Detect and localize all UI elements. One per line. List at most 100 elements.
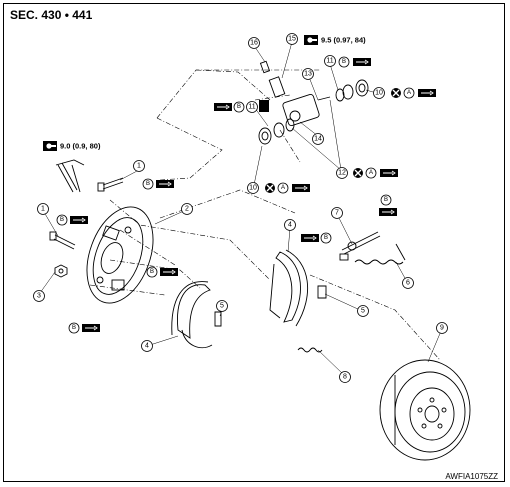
wrench-torque-icon <box>43 141 57 151</box>
callout-9: 9 <box>436 322 448 334</box>
hold-down-spring <box>297 347 323 353</box>
svg-text:A: A <box>369 170 373 176</box>
callout-14: 14 <box>312 133 324 145</box>
svg-text:A: A <box>407 90 411 96</box>
return-spring <box>354 243 406 265</box>
grease-brush-icon <box>378 207 398 217</box>
cylinder-seals-right <box>317 79 369 102</box>
callout-label: 4 <box>145 343 149 350</box>
callout-label: 12 <box>338 170 346 177</box>
figure-code: AWFIA1075ZZ <box>445 472 498 481</box>
section-header: SEC. 430 • 441 <box>10 8 93 22</box>
grease-symbol-bolt: B <box>56 214 89 226</box>
callout-label: 5 <box>220 303 224 310</box>
replace-symbol-upper: A <box>390 87 437 99</box>
callout-5b: 5 <box>357 305 369 317</box>
callout-label: 5 <box>361 308 365 315</box>
callout-10b: 10 <box>247 182 259 194</box>
diagram-frame <box>3 3 505 482</box>
callout-6: 6 <box>402 277 414 289</box>
svg-text:B: B <box>60 217 64 223</box>
callout-10a: 10 <box>373 87 385 99</box>
callout-16: 16 <box>248 37 260 49</box>
callout-label: 13 <box>304 71 312 78</box>
grease-brush-icon <box>291 183 311 193</box>
callout-label: 10 <box>375 90 383 97</box>
cross-circle-icon <box>264 182 276 194</box>
svg-text:B: B <box>342 59 346 65</box>
svg-text:B: B <box>146 181 150 187</box>
grease-brush-icon <box>159 267 179 277</box>
grease-brush-icon <box>69 215 89 225</box>
brake-shoe-right <box>269 249 309 327</box>
callout-8: 8 <box>339 371 351 383</box>
callout-label: 11 <box>326 58 333 65</box>
brake-fluid-icon <box>259 100 269 112</box>
callout-label: 10 <box>249 185 257 192</box>
callout-label: 15 <box>288 36 296 43</box>
leader-lines <box>39 41 442 375</box>
callout-15: 15 <box>286 33 298 45</box>
cross-circle-icon <box>352 167 364 179</box>
grease-symbol-adjuster-top: B <box>378 194 398 217</box>
assembly-lines <box>89 69 441 361</box>
callout-label: 9 <box>440 325 444 332</box>
svg-text:A: A <box>281 185 285 191</box>
torque-value: 9.5 (0.97, 84) <box>321 36 366 45</box>
grease-symbol-plate-low: B <box>68 322 101 334</box>
callout-11b: 11 <box>246 101 258 113</box>
brake-drum <box>379 359 471 461</box>
brake-shoe-left <box>171 281 213 349</box>
grease-brush-icon <box>417 88 437 98</box>
grease-symbol-plate-mid: B <box>146 266 179 278</box>
grease-brush-icon <box>213 102 233 112</box>
callout-3: 3 <box>33 290 45 302</box>
replace-symbol-mid: A <box>352 167 399 179</box>
torque-spec-left: 9.0 (0.9, 80) <box>43 141 101 151</box>
grease-symbol-top: B <box>338 56 372 68</box>
callout-1a: 1 <box>133 160 145 172</box>
svg-text:B: B <box>72 325 76 331</box>
replace-symbol-lower: A <box>264 182 311 194</box>
grease-symbol-cyl: B <box>213 100 269 113</box>
grease-symbol-adjuster: B <box>300 232 332 244</box>
callout-label: 3 <box>37 293 41 300</box>
wheel-cylinder <box>259 60 320 127</box>
callout-7: 7 <box>331 207 343 219</box>
callout-label: 1 <box>137 163 141 170</box>
callout-11a: 11 <box>324 55 336 67</box>
callout-12: 12 <box>336 167 348 179</box>
torque-spec-upper: 9.5 (0.97, 84) <box>304 35 366 45</box>
cylinder-seals-left <box>258 118 295 145</box>
callout-label: 4 <box>288 222 292 229</box>
grease-symbol-plate-top: B <box>142 178 175 190</box>
wrench-torque-icon <box>304 35 318 45</box>
adjuster-assembly <box>339 231 381 261</box>
callout-label: 8 <box>343 374 347 381</box>
callout-label: 11 <box>248 104 255 111</box>
cross-circle-icon <box>390 87 402 99</box>
callout-5a: 5 <box>216 300 228 312</box>
callout-4b: 4 <box>141 340 153 352</box>
callout-label: 7 <box>335 210 339 217</box>
shoe-holder-pins <box>214 285 327 327</box>
grease-brush-icon <box>81 323 101 333</box>
grease-brush-icon <box>300 233 320 243</box>
callout-label: 1 <box>41 206 45 213</box>
callout-13: 13 <box>302 68 314 80</box>
backing-plate <box>86 206 154 304</box>
callout-4a: 4 <box>284 219 296 231</box>
svg-text:B: B <box>150 269 154 275</box>
callout-label: 16 <box>250 40 258 47</box>
callout-2: 2 <box>181 203 193 215</box>
grease-brush-icon <box>352 57 372 67</box>
mounting-bolts <box>49 177 124 278</box>
callout-label: 14 <box>314 136 322 143</box>
svg-text:B: B <box>384 197 388 203</box>
callout-1b: 1 <box>37 203 49 215</box>
anchor-bolts <box>55 159 85 193</box>
grease-brush-icon <box>379 168 399 178</box>
callout-label: 6 <box>406 280 410 287</box>
grease-brush-icon <box>155 179 175 189</box>
